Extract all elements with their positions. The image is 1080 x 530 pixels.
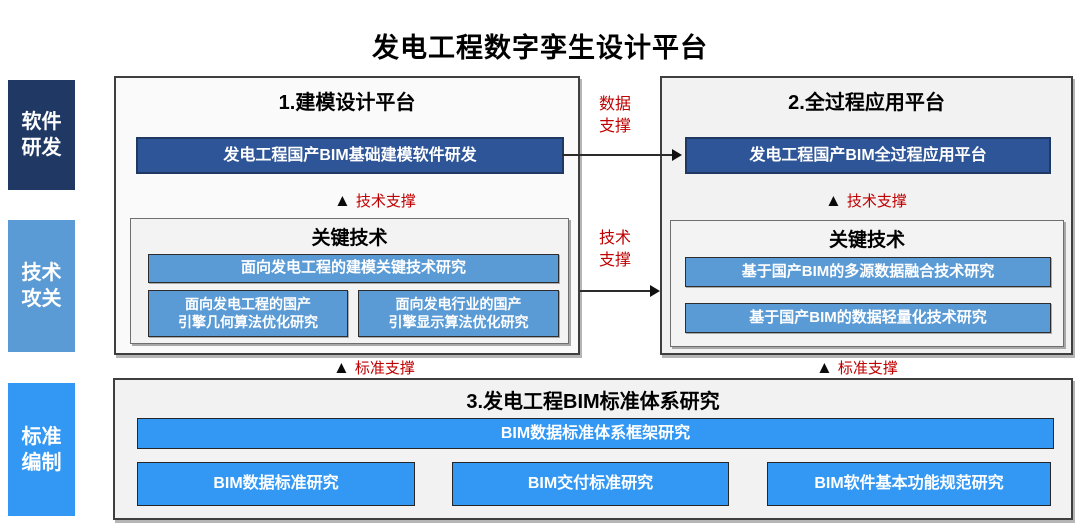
triangle-up-icon: ▲ bbox=[816, 358, 833, 377]
sidebar-tag-tech-research: 技术 攻关 bbox=[8, 220, 75, 352]
sidebar-tag-standards: 标准 编制 bbox=[8, 383, 75, 516]
data-support-label: 数据 支撑 bbox=[598, 96, 631, 135]
platform3-bar-software-spec: BIM软件基本功能规范研究 bbox=[767, 462, 1051, 506]
platform1-box: 1.建模设计平台 发电工程国产BIM基础建模软件研发 ▲ 技术支撑 关键技术 面… bbox=[114, 76, 580, 355]
triangle-up-icon: ▲ bbox=[333, 358, 350, 377]
data-support-arrow-line bbox=[562, 154, 673, 156]
platform3-box: 3.发电工程BIM标准体系研究 BIM数据标准体系框架研究 BIM数据标准研究 … bbox=[113, 378, 1073, 520]
keytech-title: 关键技术 bbox=[828, 230, 905, 251]
platform2-main-bar: 发电工程国产BIM全过程应用平台 bbox=[685, 137, 1051, 174]
platform2-box: 2.全过程应用平台 发电工程国产BIM全过程应用平台 ▲ 技术支撑 关键技术 基… bbox=[660, 76, 1073, 355]
page-title: 发电工程数字孪生设计平台 bbox=[372, 33, 708, 63]
platform1-tech-support: ▲ 技术支撑 bbox=[334, 190, 416, 211]
platform3-bar-delivery-standard: BIM交付标准研究 bbox=[452, 462, 729, 506]
keytech-title: 关键技术 bbox=[311, 228, 388, 249]
platform3-bar-data-standard: BIM数据标准研究 bbox=[137, 462, 415, 506]
platform3-title: 3.发电工程BIM标准体系研究 bbox=[466, 391, 720, 413]
tech-support-arrow-line bbox=[580, 290, 651, 292]
platform1-keytech-bar1: 面向发电工程的建模关键技术研究 bbox=[148, 254, 559, 283]
standard-support-right: ▲ 标准支撑 bbox=[816, 357, 898, 378]
arrow-right-icon bbox=[672, 149, 682, 161]
tech-support-label: 技术支撑 bbox=[355, 193, 416, 210]
sidebar-tag-software-dev: 软件 研发 bbox=[8, 80, 75, 190]
platform1-keytech-bar3: 面向发电行业的国产 引擎显示算法优化研究 bbox=[358, 290, 559, 337]
platform1-keytech-bar2: 面向发电工程的国产 引擎几何算法优化研究 bbox=[148, 290, 348, 337]
tech-support-arrow-label: 技术 支撑 bbox=[598, 230, 631, 269]
platform1-keytech-box: 关键技术 面向发电工程的建模关键技术研究 面向发电工程的国产 引擎几何算法优化研… bbox=[130, 218, 569, 344]
platform2-title: 2.全过程应用平台 bbox=[788, 92, 945, 114]
platform2-keytech-bar2: 基于国产BIM的数据轻量化技术研究 bbox=[685, 303, 1051, 333]
platform2-tech-support: ▲ 技术支撑 bbox=[825, 190, 907, 211]
triangle-up-icon: ▲ bbox=[825, 191, 842, 210]
standard-support-left: ▲ 标准支撑 bbox=[333, 357, 415, 378]
triangle-up-icon: ▲ bbox=[334, 191, 351, 210]
platform3-full-bar: BIM数据标准体系框架研究 bbox=[137, 418, 1054, 449]
platform1-main-bar: 发电工程国产BIM基础建模软件研发 bbox=[136, 137, 564, 174]
platform2-keytech-bar1: 基于国产BIM的多源数据融合技术研究 bbox=[685, 257, 1051, 287]
platform2-keytech-box: 关键技术 基于国产BIM的多源数据融合技术研究 基于国产BIM的数据轻量化技术研… bbox=[670, 220, 1064, 347]
arrow-right-icon bbox=[650, 285, 660, 297]
standard-support-label: 标准支撑 bbox=[354, 360, 415, 377]
standard-support-label: 标准支撑 bbox=[837, 360, 898, 377]
tech-support-label: 技术支撑 bbox=[846, 193, 907, 210]
platform1-title: 1.建模设计平台 bbox=[278, 92, 416, 114]
